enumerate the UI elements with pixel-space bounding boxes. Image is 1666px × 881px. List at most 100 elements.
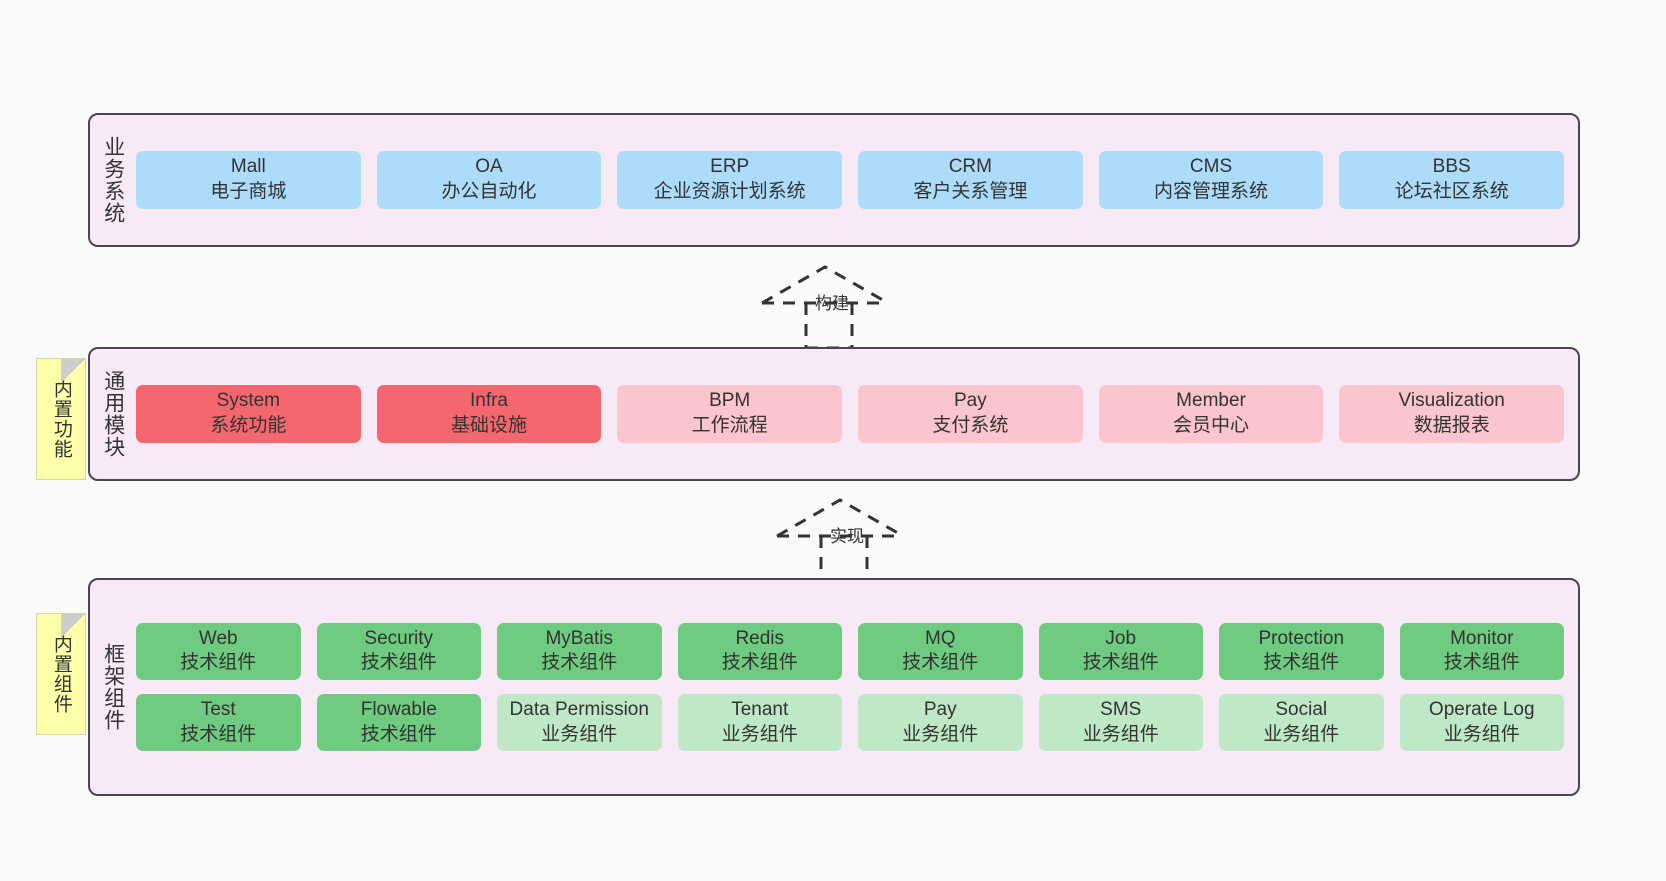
node-subtitle: 系统功能: [210, 415, 287, 436]
node-subtitle: 技术组件: [1443, 652, 1520, 674]
node-title: Test: [200, 699, 236, 720]
node-pay-component[interactable]: Pay 业务组件: [858, 694, 1023, 752]
node-test[interactable]: Test 技术组件: [136, 694, 301, 752]
node-title: CMS: [1189, 156, 1233, 178]
node-title: Member: [1176, 390, 1246, 412]
node-title: SMS: [1100, 699, 1142, 720]
node-subtitle: 技术组件: [1082, 652, 1159, 674]
node-subtitle: 业务组件: [1082, 723, 1159, 745]
node-subtitle: 业务组件: [1263, 723, 1340, 745]
node-subtitle: 技术组件: [360, 723, 437, 745]
node-title: Mall: [230, 156, 266, 178]
note-builtin-component-label: 内置组件: [50, 634, 72, 714]
node-title: Pay: [923, 699, 957, 720]
node-cms[interactable]: CMS 内容管理系统: [1098, 151, 1324, 209]
note-builtin-function: 内置功能: [36, 358, 86, 480]
node-row: Mall 电子商城 OA 办公自动化 ERP 企业资源计划系统 CRM 客户关系…: [136, 151, 1565, 209]
node-operate-log[interactable]: Operate Log 业务组件: [1399, 694, 1564, 752]
node-protection[interactable]: Protection 技术组件: [1219, 622, 1384, 680]
layer-framework-component-title: 框架组件: [101, 643, 125, 731]
node-subtitle: 技术组件: [902, 652, 979, 674]
node-member[interactable]: Member 会员中心: [1098, 385, 1324, 443]
node-title: Job: [1105, 627, 1137, 649]
node-subtitle: 技术组件: [180, 723, 257, 745]
node-mall[interactable]: Mall 电子商城: [136, 151, 361, 209]
node-job[interactable]: Job 技术组件: [1038, 622, 1203, 680]
node-pay-module[interactable]: Pay 支付系统: [858, 385, 1083, 443]
connector-implement-label: 实现: [830, 527, 864, 546]
node-subtitle: 业务组件: [1443, 723, 1520, 745]
layer-business-system-body: Mall 电子商城 OA 办公自动化 ERP 企业资源计划系统 CRM 客户关系…: [136, 115, 1578, 245]
node-title: CRM: [948, 156, 992, 178]
node-title: Flowable: [360, 699, 437, 720]
node-mybatis[interactable]: MyBatis 技术组件: [497, 622, 662, 680]
node-title: BPM: [709, 390, 751, 412]
node-subtitle: 会员中心: [1173, 415, 1250, 436]
node-data-permission[interactable]: Data Permission 业务组件: [497, 694, 662, 752]
node-visualization[interactable]: Visualization 数据报表: [1339, 385, 1565, 443]
node-subtitle: 技术组件: [180, 652, 257, 674]
node-title: Security: [364, 627, 434, 649]
node-title: BBS: [1432, 156, 1471, 178]
node-system[interactable]: System 系统功能: [136, 385, 361, 443]
node-subtitle: 论坛社区系统: [1394, 181, 1509, 202]
node-erp[interactable]: ERP 企业资源计划系统: [617, 151, 843, 209]
node-mq[interactable]: MQ 技术组件: [858, 622, 1023, 680]
node-crm[interactable]: CRM 客户关系管理: [858, 151, 1083, 209]
node-subtitle: 业务组件: [541, 723, 618, 745]
connector-build: 构建: [750, 255, 930, 350]
node-subtitle: 企业资源计划系统: [653, 181, 806, 202]
node-subtitle: 内容管理系统: [1154, 181, 1269, 202]
node-subtitle: 业务组件: [902, 723, 979, 745]
node-subtitle: 基础设施: [451, 415, 528, 436]
node-title: Data Permission: [509, 699, 649, 720]
node-social[interactable]: Social 业务组件: [1219, 694, 1384, 752]
node-subtitle: 业务组件: [721, 723, 798, 745]
node-title: Web: [198, 627, 238, 649]
node-subtitle: 工作流程: [691, 415, 768, 436]
node-subtitle: 支付系统: [932, 415, 1009, 436]
node-subtitle: 技术组件: [541, 652, 618, 674]
node-title: Monitor: [1450, 627, 1514, 649]
node-title: Protection: [1258, 627, 1345, 649]
node-oa[interactable]: OA 办公自动化: [376, 151, 602, 209]
node-subtitle: 技术组件: [721, 652, 798, 674]
node-title: ERP: [710, 156, 750, 178]
node-title: Pay: [953, 390, 987, 412]
layer-common-module-title: 通用模块: [101, 370, 125, 458]
node-row: System 系统功能 Infra 基础设施 BPM 工作流程 Pay 支付系统…: [136, 385, 1565, 443]
layer-framework-component-body: Web 技术组件 Security 技术组件 MyBatis 技术组件 Redi…: [136, 580, 1578, 794]
node-title: MyBatis: [545, 627, 614, 649]
node-monitor[interactable]: Monitor 技术组件: [1399, 622, 1564, 680]
node-title: Social: [1275, 699, 1328, 720]
node-row: Test 技术组件 Flowable 技术组件 Data Permission …: [136, 694, 1564, 752]
node-title: Redis: [735, 627, 785, 649]
node-flowable[interactable]: Flowable 技术组件: [316, 694, 481, 752]
node-infra[interactable]: Infra 基础设施: [376, 385, 602, 443]
node-row: Web 技术组件 Security 技术组件 MyBatis 技术组件 Redi…: [136, 622, 1564, 680]
node-redis[interactable]: Redis 技术组件: [677, 622, 842, 680]
generalization-arrow-icon: [761, 265, 889, 350]
node-title: Infra: [469, 390, 509, 412]
node-title: Tenant: [731, 699, 789, 720]
note-builtin-component: 内置组件: [36, 613, 86, 735]
node-subtitle: 技术组件: [360, 652, 437, 674]
node-web[interactable]: Web 技术组件: [136, 622, 301, 680]
connector-implement: 实现: [765, 488, 945, 583]
node-title: System: [216, 390, 281, 412]
node-title: OA: [475, 156, 503, 178]
layer-business-system: 业务系统 Mall 电子商城 OA 办公自动化 ERP 企业资源计划系统 CRM…: [88, 113, 1580, 247]
node-bbs[interactable]: BBS 论坛社区系统: [1339, 151, 1565, 209]
node-title: Operate Log: [1428, 699, 1535, 720]
note-builtin-function-label: 内置功能: [50, 379, 72, 459]
layer-common-module-body: System 系统功能 Infra 基础设施 BPM 工作流程 Pay 支付系统…: [136, 349, 1578, 479]
node-bpm[interactable]: BPM 工作流程: [617, 385, 843, 443]
node-subtitle: 办公自动化: [441, 181, 537, 202]
layer-framework-component: 框架组件 Web 技术组件 Security 技术组件 MyBatis 技术组件…: [88, 578, 1580, 796]
layer-business-system-title: 业务系统: [101, 136, 125, 224]
node-tenant[interactable]: Tenant 业务组件: [677, 694, 842, 752]
node-security[interactable]: Security 技术组件: [316, 622, 481, 680]
node-subtitle: 客户关系管理: [913, 181, 1028, 202]
node-sms[interactable]: SMS 业务组件: [1038, 694, 1203, 752]
